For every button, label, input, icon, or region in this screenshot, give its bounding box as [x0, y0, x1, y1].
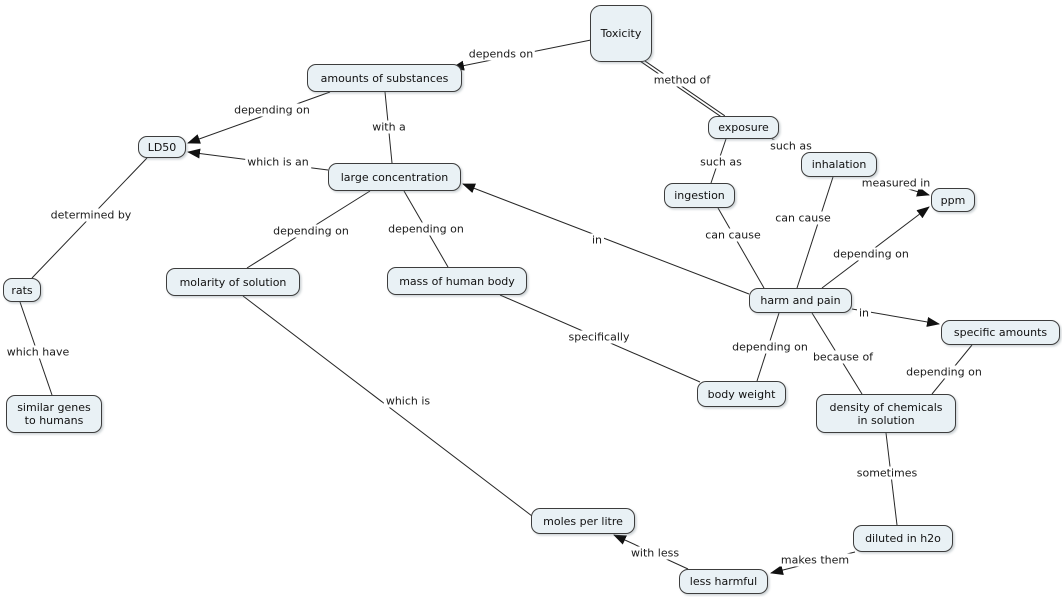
- node-less-harmful[interactable]: less harmful: [679, 569, 768, 594]
- link-label-method-of[interactable]: method of: [651, 73, 713, 87]
- link-label-such-as-ingestion[interactable]: such as: [698, 155, 744, 169]
- node-body-weight[interactable]: body weight: [697, 381, 786, 407]
- link-line-depending-on-ld50: [187, 91, 331, 144]
- node-molarity-of-solution[interactable]: molarity of solution: [166, 268, 300, 296]
- link-label-depending-on-ld50[interactable]: depending on: [232, 103, 312, 117]
- node-ingestion[interactable]: ingestion: [664, 183, 735, 208]
- node-inhalation[interactable]: inhalation: [801, 152, 877, 177]
- node-harm-and-pain[interactable]: harm and pain: [749, 288, 852, 313]
- link-line-can-cause-ingestion: [717, 207, 765, 289]
- link-label-can-cause-ingestion[interactable]: can cause: [703, 228, 763, 242]
- link-label-such-as-inhalation[interactable]: such as: [768, 139, 814, 153]
- link-label-which-have[interactable]: which have: [4, 345, 72, 359]
- node-similar-genes[interactable]: similar genes to humans: [6, 395, 102, 433]
- link-label-with-a[interactable]: with a: [370, 120, 408, 134]
- node-ppm[interactable]: ppm: [931, 188, 975, 212]
- link-label-in-specific-amounts[interactable]: in: [856, 306, 872, 320]
- link-label-depending-on-molarity[interactable]: depending on: [271, 224, 351, 238]
- link-label-measured-in[interactable]: measured in: [859, 176, 933, 190]
- node-rats[interactable]: rats: [3, 278, 41, 302]
- link-label-depending-on-density[interactable]: depending on: [904, 365, 984, 379]
- link-label-makes-them[interactable]: makes them: [778, 553, 852, 567]
- link-line-method-of: [641, 58, 726, 117]
- link-label-with-less[interactable]: with less: [628, 546, 682, 560]
- link-label-in-large-concentration[interactable]: in: [589, 233, 605, 247]
- node-moles-per-litre[interactable]: moles per litre: [531, 508, 635, 534]
- link-label-which-is[interactable]: which is: [383, 394, 433, 408]
- link-label-specifically[interactable]: specifically: [566, 330, 632, 344]
- link-label-which-is-an[interactable]: which is an: [245, 155, 311, 169]
- node-exposure[interactable]: exposure: [708, 116, 779, 139]
- node-specific-amounts[interactable]: specific amounts: [941, 320, 1060, 345]
- node-mass-of-human-body[interactable]: mass of human body: [387, 267, 527, 295]
- node-ld50[interactable]: LD50: [138, 136, 186, 158]
- link-label-depending-on-body-weight[interactable]: depending on: [730, 340, 810, 354]
- link-line-in-large-concentration: [462, 183, 750, 295]
- link-label-depending-on-ppm[interactable]: depending on: [831, 247, 911, 261]
- link-label-determined-by[interactable]: determined by: [48, 208, 134, 222]
- link-label-depending-on-mass[interactable]: depending on: [386, 222, 466, 236]
- node-large-concentration[interactable]: large concentration: [328, 163, 461, 191]
- link-label-sometimes[interactable]: sometimes: [854, 466, 920, 480]
- link-line-method-of: [639, 60, 724, 119]
- node-diluted-in-h2o[interactable]: diluted in h2o: [853, 525, 953, 552]
- node-toxicity[interactable]: Toxicity: [590, 5, 652, 62]
- link-label-can-cause-inhalation[interactable]: can cause: [773, 211, 833, 225]
- link-line-can-cause-inhalation: [796, 176, 834, 289]
- node-density-of-chemicals[interactable]: density of chemicals in solution: [816, 394, 956, 433]
- link-label-because-of[interactable]: because of: [810, 350, 876, 364]
- node-amounts-of-substances[interactable]: amounts of substances: [307, 64, 462, 92]
- link-label-depends-on[interactable]: depends on: [466, 47, 536, 61]
